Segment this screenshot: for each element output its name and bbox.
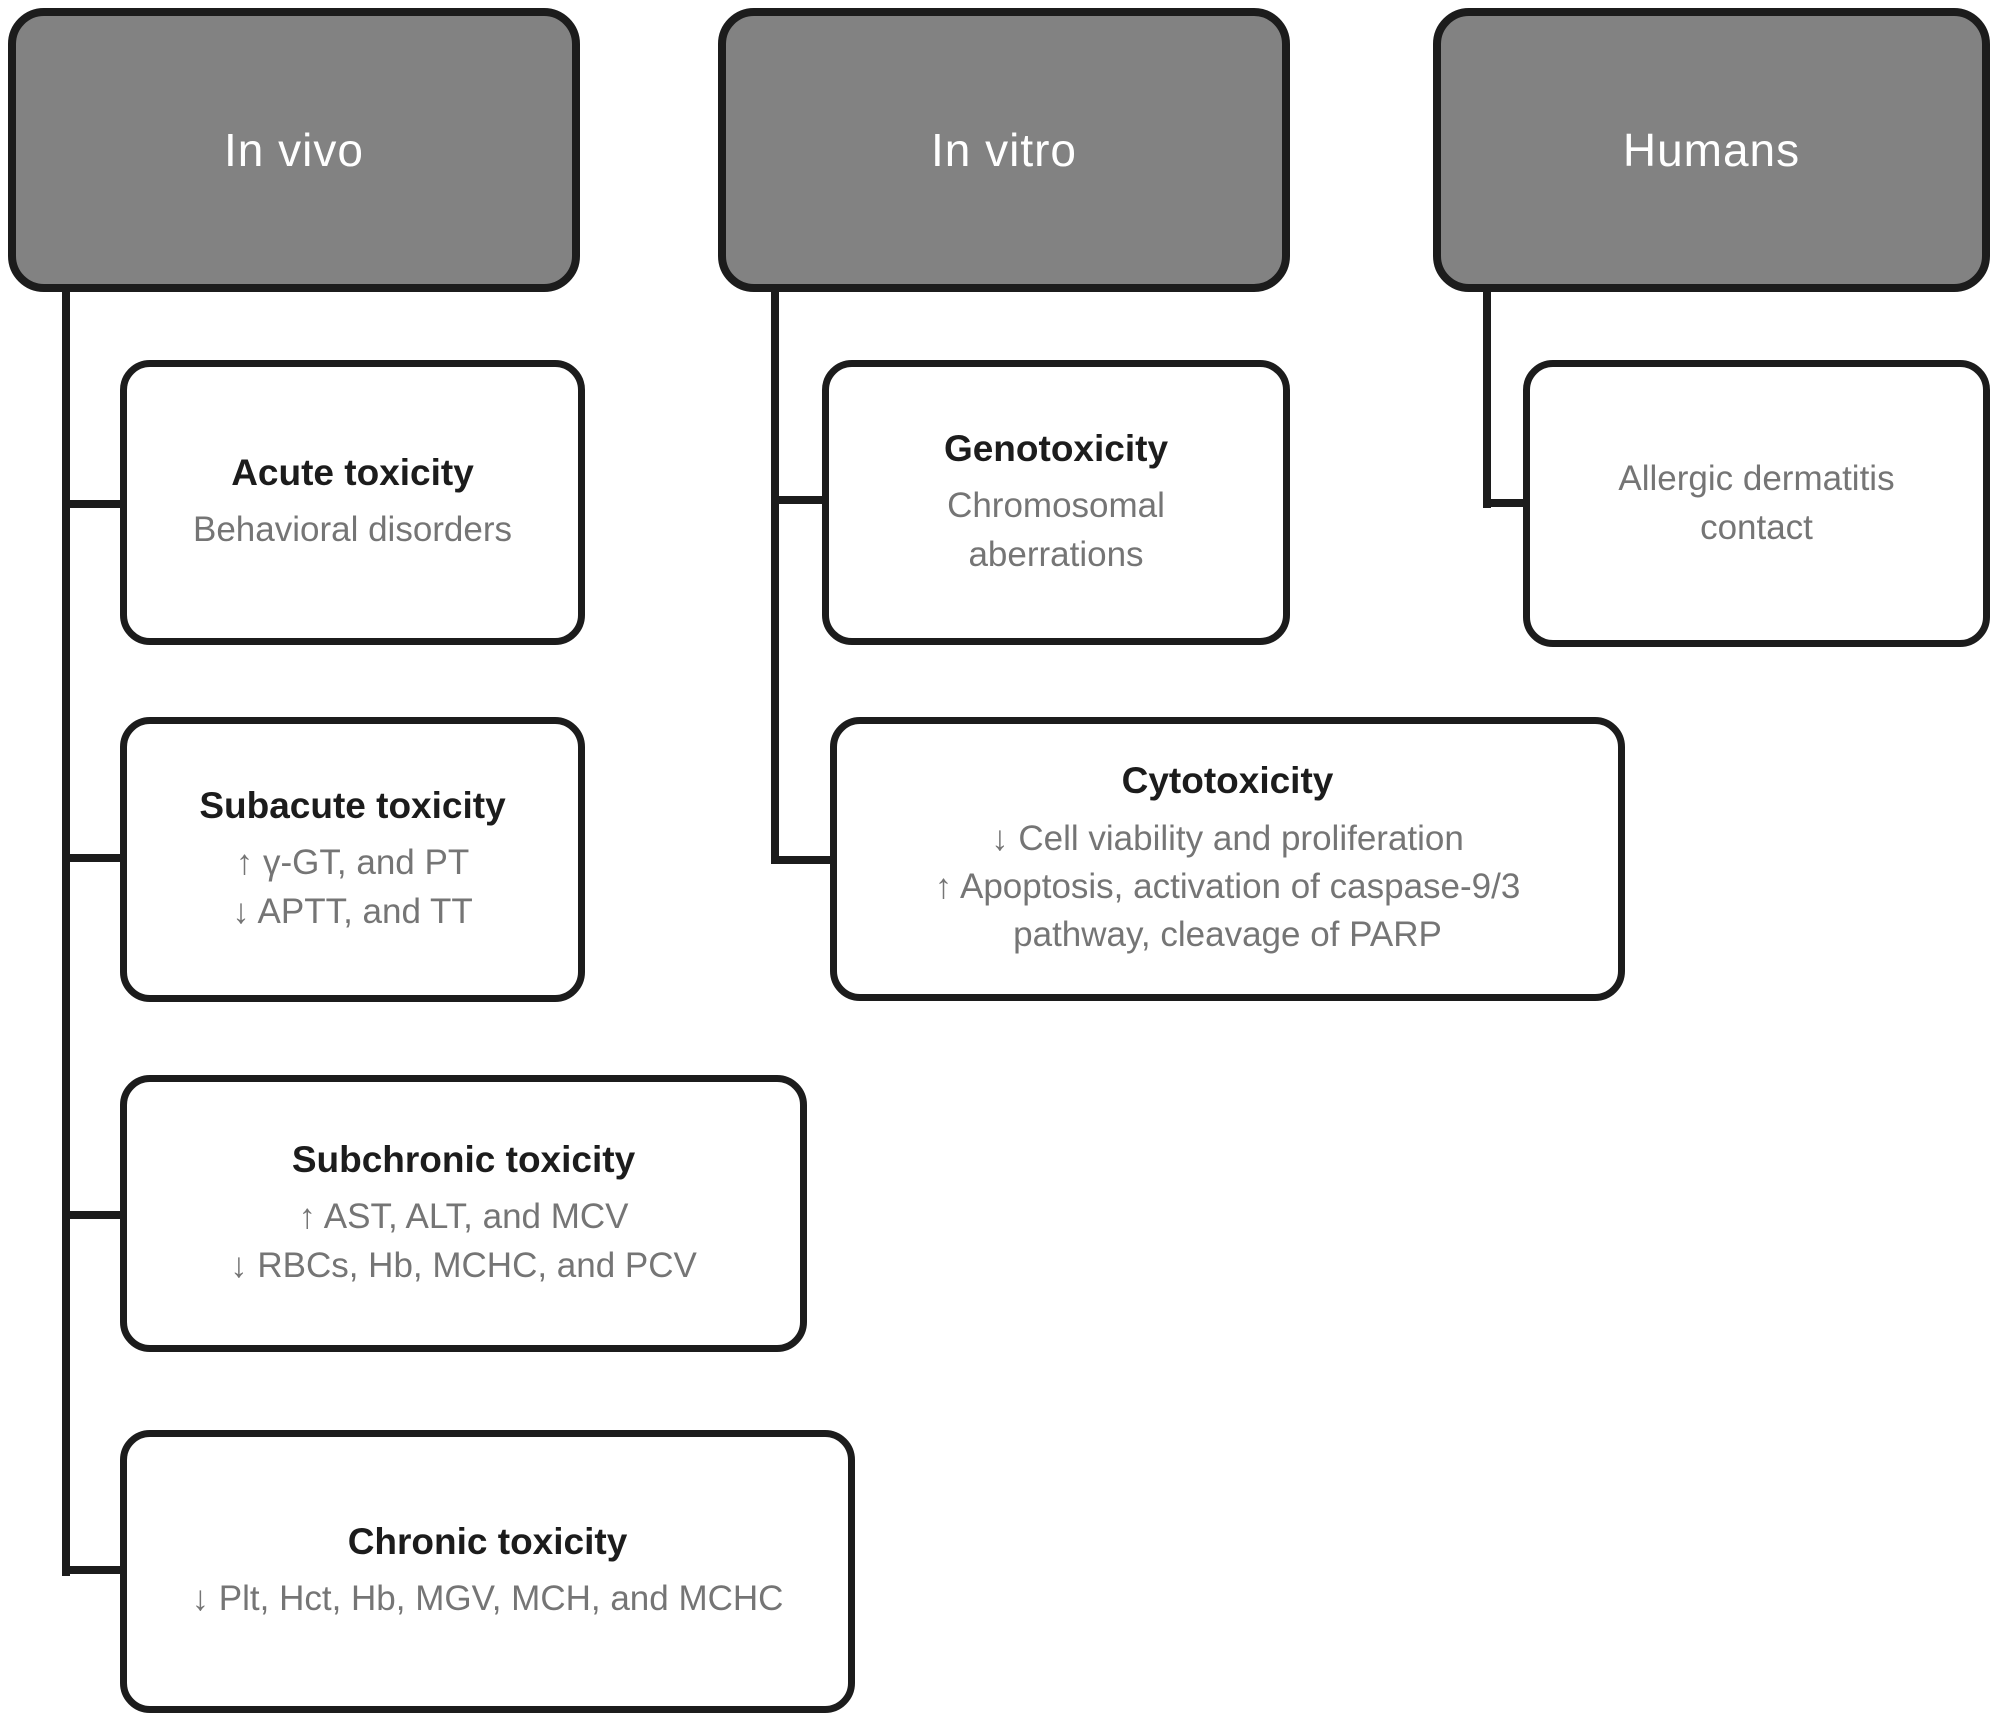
node-chronic-toxicity-line: ↓ Plt, Hct, Hb, MGV, MCH, and MCHC xyxy=(191,1579,784,1619)
humans-branch-allergic xyxy=(1491,499,1528,507)
node-cytotoxicity-line1: ↓ Cell viability and proliferation xyxy=(991,818,1464,858)
node-subchronic-toxicity-line2: ↓ RBCs, Hb, MCHC, and PCV xyxy=(230,1245,697,1285)
node-acute-toxicity: Acute toxicity Behavioral disorders xyxy=(120,360,585,645)
header-in-vitro-label: In vitro xyxy=(930,124,1078,176)
in-vitro-trunk-line xyxy=(771,288,779,864)
node-acute-toxicity-title: Acute toxicity xyxy=(231,452,474,494)
header-in-vivo: In vivo xyxy=(8,8,580,292)
node-genotoxicity: Genotoxicity Chromosomal aberrations xyxy=(822,360,1290,645)
node-cytotoxicity: Cytotoxicity ↓ Cell viability and prolif… xyxy=(830,717,1625,1001)
in-vivo-trunk-line xyxy=(62,288,70,1576)
node-acute-toxicity-line: Behavioral disorders xyxy=(192,510,513,550)
header-humans-label: Humans xyxy=(1622,124,1801,176)
in-vivo-branch-subchronic xyxy=(70,1211,124,1219)
in-vitro-branch-genotoxicity xyxy=(779,496,826,504)
node-cytotoxicity-line2: ↑ Apoptosis, activation of caspase-9/3 p… xyxy=(934,866,1521,955)
in-vivo-branch-acute xyxy=(70,500,124,508)
node-subacute-toxicity-title: Subacute toxicity xyxy=(199,785,506,827)
header-in-vitro: In vitro xyxy=(718,8,1290,292)
node-allergic-dermatitis: Allergic dermatitis contact xyxy=(1523,360,1990,647)
humans-trunk-line xyxy=(1483,288,1491,508)
node-subacute-toxicity-line1: ↑ γ-GT, and PT xyxy=(235,843,470,883)
node-subacute-toxicity-line2: ↓ APTT, and TT xyxy=(232,891,473,931)
header-humans: Humans xyxy=(1433,8,1990,292)
node-cytotoxicity-title: Cytotoxicity xyxy=(1121,760,1334,802)
node-chronic-toxicity: Chronic toxicity ↓ Plt, Hct, Hb, MGV, MC… xyxy=(120,1430,855,1713)
node-subchronic-toxicity-line1: ↑ AST, ALT, and MCV xyxy=(298,1197,629,1237)
header-in-vivo-label: In vivo xyxy=(224,124,364,176)
node-subacute-toxicity: Subacute toxicity ↑ γ-GT, and PT ↓ APTT,… xyxy=(120,717,585,1002)
node-chronic-toxicity-title: Chronic toxicity xyxy=(347,1521,628,1563)
node-genotoxicity-title: Genotoxicity xyxy=(943,428,1169,470)
in-vitro-branch-cytotoxicity xyxy=(779,856,835,864)
node-genotoxicity-line: Chromosomal aberrations xyxy=(947,486,1165,574)
in-vivo-branch-subacute xyxy=(70,854,124,862)
node-allergic-dermatitis-line: Allergic dermatitis contact xyxy=(1618,459,1895,547)
node-subchronic-toxicity-title: Subchronic toxicity xyxy=(291,1139,636,1181)
in-vivo-branch-chronic xyxy=(70,1566,124,1574)
node-subchronic-toxicity: Subchronic toxicity ↑ AST, ALT, and MCV … xyxy=(120,1075,807,1352)
